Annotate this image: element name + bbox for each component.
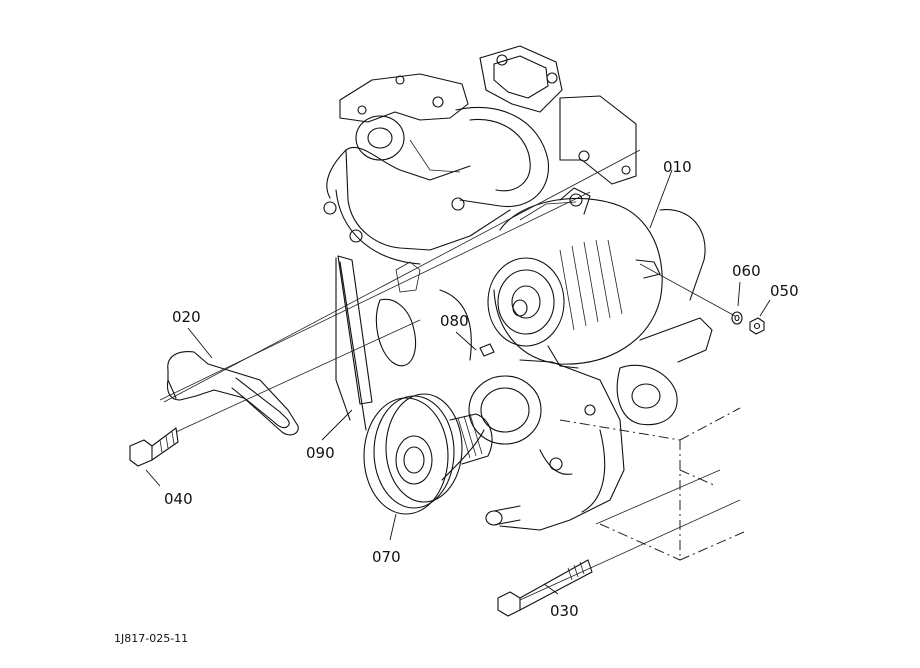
label-080: 080	[440, 312, 469, 330]
fan-belt	[337, 255, 485, 481]
label-030: 030	[550, 602, 579, 620]
label-070: 070	[372, 548, 401, 566]
bolt-040	[129, 427, 179, 467]
nut-050	[749, 317, 765, 335]
tension-link	[166, 351, 299, 436]
alternator	[487, 187, 663, 369]
washer-060	[731, 311, 743, 325]
drawing-reference: 1J817-025-11	[114, 632, 188, 645]
label-060: 060	[732, 262, 761, 280]
engine-block	[323, 45, 713, 531]
label-050: 050	[770, 282, 799, 300]
label-020: 020	[172, 308, 201, 326]
label-040: 040	[164, 490, 193, 508]
fan-pulley	[363, 393, 493, 515]
label-090: 090	[306, 444, 335, 462]
label-010: 010	[663, 158, 692, 176]
part-labels: 010 020 030 040 050 060 070 080 090	[164, 158, 799, 620]
bolt-030	[497, 559, 593, 617]
leader-lines	[145, 169, 771, 595]
assembly-lines	[159, 149, 745, 601]
